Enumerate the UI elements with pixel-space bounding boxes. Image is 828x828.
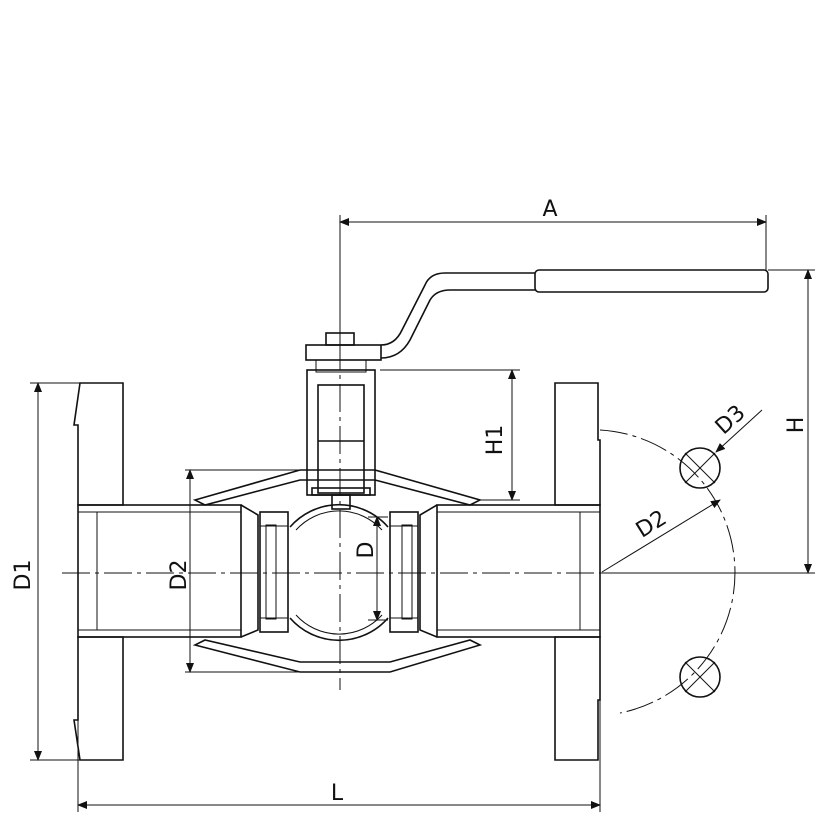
dim-label-d3: D3 xyxy=(711,401,751,440)
dim-label-h: H xyxy=(784,417,809,434)
bolt-circle xyxy=(599,429,736,714)
dim-label-d: D xyxy=(354,542,379,559)
stem-housing xyxy=(306,359,376,510)
seat-rings xyxy=(259,511,419,633)
valve-body xyxy=(192,469,483,673)
handle-lever xyxy=(305,269,769,361)
dim-label-l: L xyxy=(331,781,344,806)
dim-label-d2-bolt-circle: D2 xyxy=(632,506,671,544)
right-flange xyxy=(554,382,601,761)
dim-label-a: A xyxy=(542,197,557,222)
dim-label-d2-body: D2 xyxy=(167,560,192,591)
pipe-ends xyxy=(77,504,601,638)
left-flange xyxy=(73,382,124,761)
dim-label-h1: H1 xyxy=(483,425,508,456)
dim-label-d1: D1 xyxy=(11,560,36,591)
dimensions xyxy=(30,215,815,812)
